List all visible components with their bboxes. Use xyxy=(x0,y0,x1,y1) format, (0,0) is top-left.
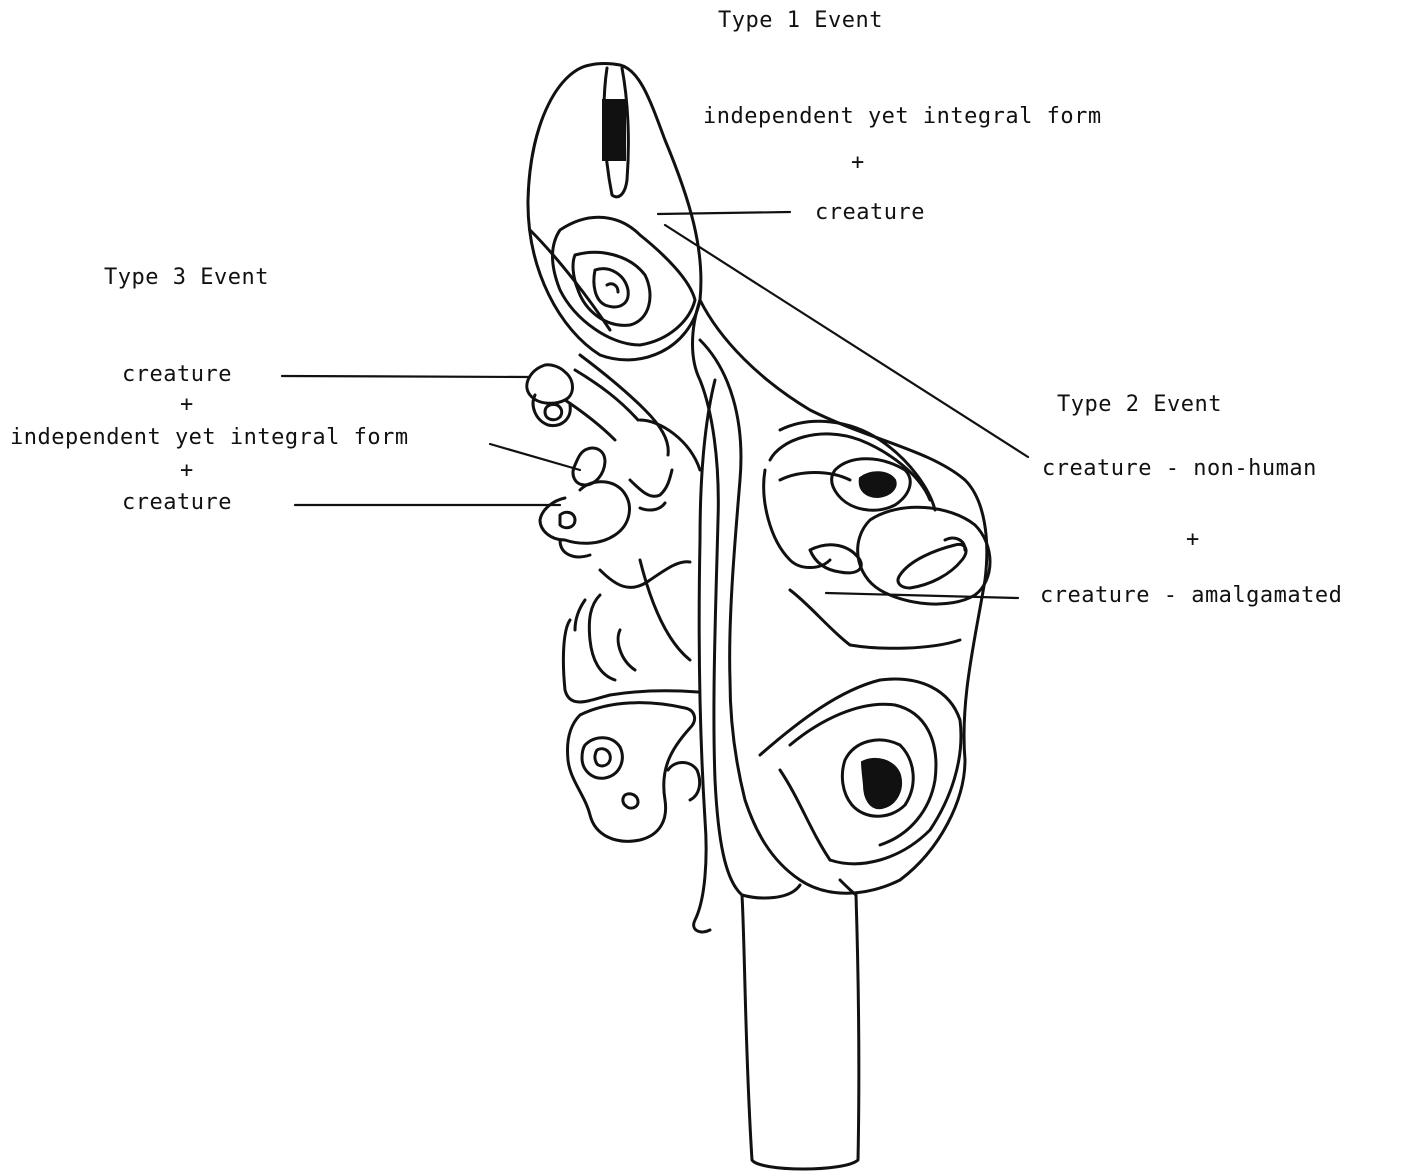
type3-line1: creature xyxy=(122,362,232,388)
leader-type3-creature-top xyxy=(282,376,530,377)
type2-plus: + xyxy=(1186,527,1200,553)
type2-line1: creature - non-human xyxy=(1042,456,1317,482)
left-figures xyxy=(527,355,700,841)
type2-heading: Type 2 Event xyxy=(1057,392,1222,418)
main-body xyxy=(693,300,991,1169)
type2-line2: creature - amalgamated xyxy=(1040,583,1342,609)
leader-type3-form xyxy=(490,444,580,470)
top-beak-figure xyxy=(528,64,701,360)
type1-heading: Type 1 Event xyxy=(718,8,883,34)
type3-plus2: + xyxy=(180,458,194,484)
type3-line3: creature xyxy=(122,490,232,516)
type1-plus: + xyxy=(851,150,865,176)
type3-heading: Type 3 Event xyxy=(104,265,269,291)
leader-type2-nonhuman xyxy=(665,225,1028,457)
type1-line1: independent yet integral form xyxy=(703,104,1102,130)
leader-type1-creature xyxy=(658,212,790,214)
type1-line2: creature xyxy=(815,200,925,226)
type3-plus1: + xyxy=(180,392,194,418)
leader-type2-amalgamated xyxy=(826,593,1018,598)
type3-line2: independent yet integral form xyxy=(10,425,409,451)
